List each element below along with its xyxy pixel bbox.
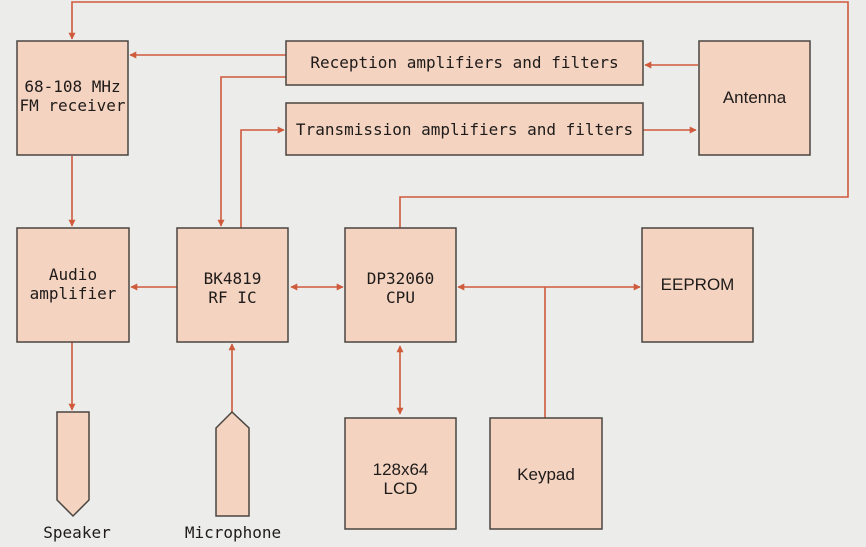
block-fm-receiver-line-2: FM receiver (20, 96, 126, 115)
block-audio-amplifier-line-2: amplifier (30, 284, 117, 303)
block-fm-receiver-line-1: 68-108 MHz (24, 77, 120, 96)
microphone-label: Microphone (185, 523, 281, 542)
connectors (68, 1, 849, 418)
block-audio-amplifier-line-1: Audio (49, 265, 97, 284)
block-cpu-line-1: DP32060 (367, 269, 434, 288)
block-eeprom: EEPROM (641, 227, 754, 343)
speaker-label: Speaker (43, 523, 111, 542)
speaker-shape (56, 411, 90, 518)
block-transmission-label: Transmission amplifiers and filters (296, 120, 633, 139)
block-fm-receiver: 68-108 MHz FM receiver (16, 40, 129, 156)
block-rf-ic: BK4819 RF IC (176, 227, 289, 343)
block-lcd-line-1: 128x64 (373, 460, 429, 479)
block-cpu-line-2: CPU (386, 288, 415, 307)
block-eeprom-label: EEPROM (661, 275, 735, 294)
block-transmission-amplifiers: Transmission amplifiers and filters (285, 102, 644, 156)
block-antenna-label: Antenna (723, 88, 787, 107)
microphone: Microphone (185, 410, 281, 542)
block-keypad-label: Keypad (517, 465, 575, 484)
block-cpu: DP32060 CPU (344, 227, 457, 343)
block-antenna: Antenna (698, 40, 811, 156)
block-rf-ic-line-2: RF IC (208, 288, 256, 307)
block-rf-ic-line-1: BK4819 (204, 269, 262, 288)
block-keypad: Keypad (489, 417, 603, 530)
connector-cpu-to-fm-receiver (68, 1, 849, 228)
block-audio-amplifier: Audio amplifier (16, 227, 130, 343)
block-reception-label: Reception amplifiers and filters (310, 53, 618, 72)
microphone-shape (215, 410, 250, 517)
block-lcd-line-2: LCD (383, 479, 417, 498)
connector-rf-ic-to-transmission (240, 126, 285, 228)
block-reception-amplifiers: Reception amplifiers and filters (285, 40, 644, 86)
connector-reception-to-rf-ic (217, 76, 286, 227)
block-lcd: 128x64 LCD (344, 417, 457, 530)
speaker: Speaker (43, 411, 111, 542)
